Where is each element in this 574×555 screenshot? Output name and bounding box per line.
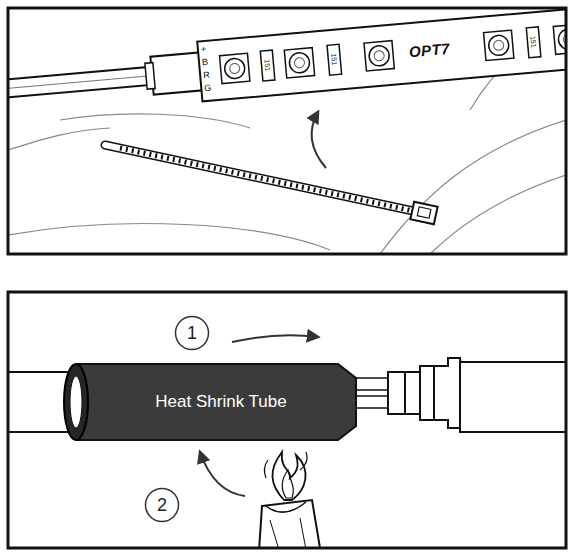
zip-tie [105,145,438,224]
callout-number: 2 [144,487,180,523]
callout-text: 1 [174,315,210,351]
heat-shrink-scene [9,335,565,547]
pin-name: G [204,84,212,94]
resistor-code: 151 [529,36,537,48]
pin-name: + [201,45,207,54]
lighter [258,452,322,547]
direction-arrow [200,452,245,496]
brand-logo: OPT7 [408,41,450,60]
callout-number: 1 [174,315,210,351]
pin-name: R [203,71,210,81]
pin-name: B [202,58,209,67]
panel-frame [8,292,566,548]
direction-arrow [232,335,318,342]
panel-frame [8,8,566,254]
callout-text: 2 [144,487,180,523]
tube-label: Heat Shrink Tube [62,362,358,442]
resistor-code: 151 [330,53,338,65]
strip-scene [9,9,565,253]
resistor-code: 151 [263,59,271,71]
led-strip [9,9,565,121]
heat-shrink-tube: Heat Shrink Tube [62,362,358,442]
connector [388,358,462,428]
motion-arrow [312,112,326,168]
